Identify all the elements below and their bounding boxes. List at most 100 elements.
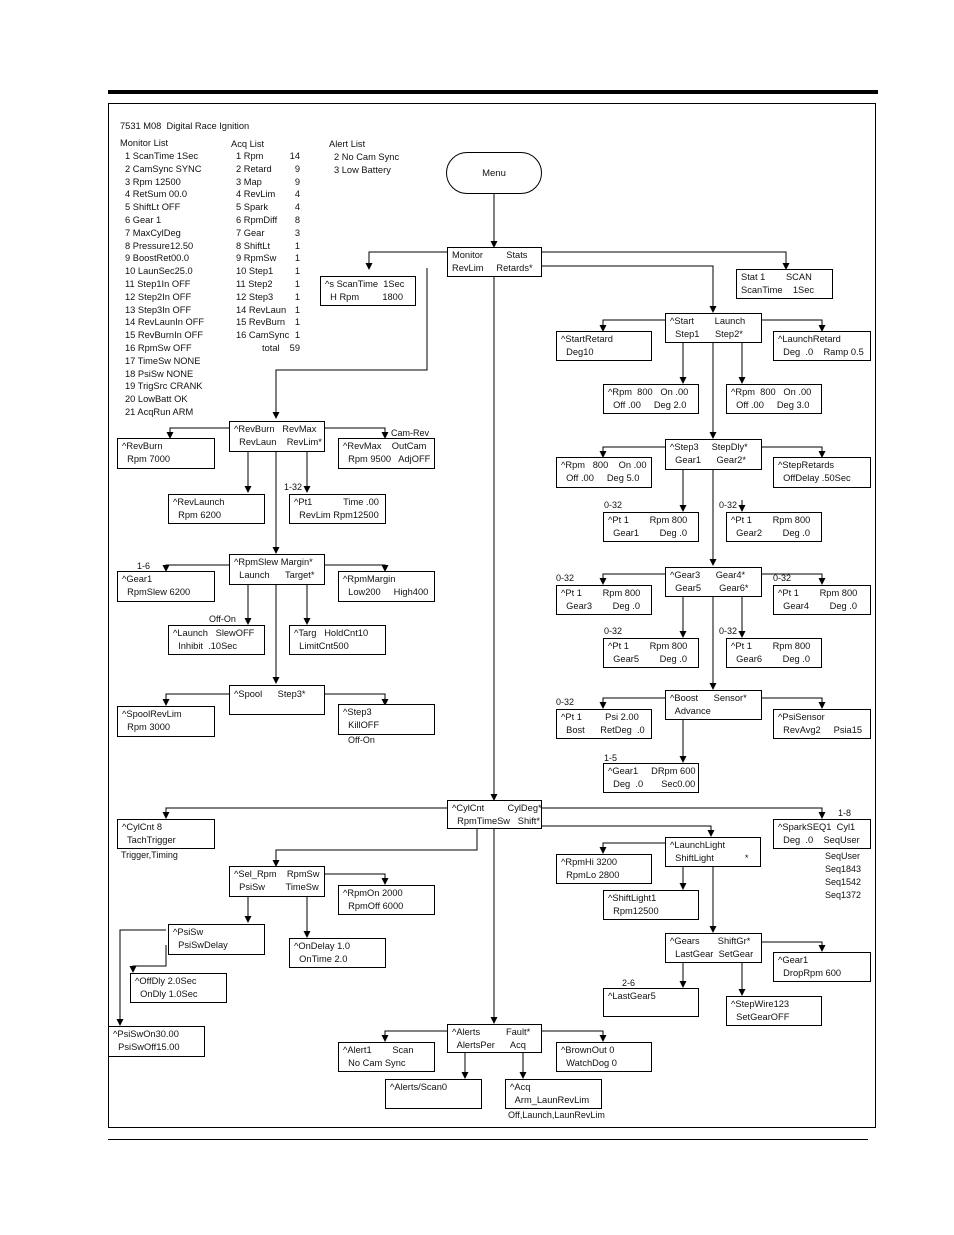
acq-count: 1: [294, 330, 300, 341]
acq-item: 5 Spark: [236, 202, 269, 213]
label-range: 0-32: [604, 626, 623, 636]
label-range: 2-6: [622, 978, 636, 988]
list-item: 16 RpmSw OFF: [125, 342, 192, 353]
node-rpm-margin[interactable]: ^RpmMargin Low200 High400: [338, 571, 435, 602]
node-pt1-revlim[interactable]: ^Pt1 Time .00 RevLim Rpm12500: [289, 494, 386, 524]
acq-item: 4 RevLim: [236, 189, 276, 200]
acq-count: 3: [294, 227, 300, 238]
node-rpm-step1[interactable]: ^Rpm 800 On .00 Off .00 Deg 2.0: [603, 384, 699, 414]
node-scantime[interactable]: ^s ScanTime 1Sec H Rpm 1800: [320, 276, 416, 306]
acq-count: 14: [289, 151, 300, 161]
page-title: 7531 M08 Digital Race Ignition: [120, 121, 250, 131]
node-gear3-gear4[interactable]: ^Gear3 Gear4* Gear5 Gear6*: [665, 567, 762, 597]
node-rpm-step3[interactable]: ^Rpm 800 On .00 Off .00 Deg 5.0: [556, 457, 652, 488]
list-item: 1 ScanTime 1Sec: [125, 151, 199, 161]
node-pt1-gear2[interactable]: ^Pt 1 Rpm 800 Gear2 Deg .0: [726, 512, 822, 542]
acq-item: 12 Step3: [236, 291, 274, 302]
node-gear1-slew[interactable]: ^Gear1 RpmSlew 6200: [117, 571, 215, 602]
node-stat1[interactable]: Stat 1 SCAN ScanTime 1Sec: [736, 269, 833, 299]
node-pt1-gear5[interactable]: ^Pt 1 Rpm 800 Gear5 Deg .0: [603, 638, 699, 668]
node-shiftlight1[interactable]: ^ShiftLight1 Rpm12500: [603, 890, 699, 920]
node-psiswon[interactable]: ^PsiSwOn30.00 PsiSwOff15.00: [108, 1026, 205, 1057]
list-item: 4 RetSum 00.0: [125, 189, 188, 200]
node-launchlight[interactable]: ^LaunchLight ShiftLight *: [665, 837, 761, 867]
node-alert1-scan[interactable]: ^Alert1 Scan No Cam Sync: [338, 1042, 435, 1072]
node-pt1-gear6[interactable]: ^Pt 1 Rpm 800 Gear6 Deg .0: [726, 638, 822, 668]
node-revburn-rpm[interactable]: ^RevBurn Rpm 7000: [117, 438, 215, 469]
label-off-on: Off-On: [348, 735, 375, 745]
node-spool-step3[interactable]: ^Spool Step3*: [229, 685, 325, 715]
node-pt1-gear4[interactable]: ^Pt 1 Rpm 800 Gear4 Deg .0: [773, 585, 871, 615]
node-gear1-drpm[interactable]: ^Gear1 DRpm 600 Deg .0 Sec0.00: [603, 763, 699, 793]
node-step3-stepdly[interactable]: ^Step3 StepDly* Gear1 Gear2*: [665, 439, 762, 470]
node-brownout[interactable]: ^BrownOut 0 WatchDog 0: [556, 1042, 652, 1072]
node-alerts-fault[interactable]: ^Alerts Fault* AlertsPer Acq: [447, 1024, 542, 1053]
acq-count: 1: [294, 291, 300, 302]
acq-item: 1 Rpm: [236, 151, 264, 161]
label-range: 0-32: [719, 626, 738, 636]
acq-item: 2 Retard: [236, 163, 272, 174]
node-rpmslew[interactable]: ^RpmSlew Margin* Launch Target*: [229, 554, 325, 585]
list-item: 9 BoostRet00.0: [125, 253, 190, 264]
node-offdly[interactable]: ^OffDly 2.0Sec OnDly 1.0Sec: [130, 973, 227, 1003]
node-spool-revlim[interactable]: ^SpoolRevLim Rpm 3000: [117, 706, 215, 737]
node-launch-retard[interactable]: ^LaunchRetard Deg .0 Ramp 0.5: [773, 331, 871, 361]
node-start-launch[interactable]: ^Start Launch Step1 Step2*: [665, 313, 762, 343]
node-pt1-gear1[interactable]: ^Pt 1 Rpm 800 Gear1 Deg .0: [603, 512, 699, 542]
node-rpm-step2[interactable]: ^Rpm 800 On .00 Off .00 Deg 3.0: [726, 384, 822, 414]
label-range: 1-32: [284, 482, 303, 492]
acq-count: 9: [294, 176, 300, 187]
node-targ-hold[interactable]: ^Targ HoldCnt10 LimitCnt500: [289, 625, 386, 655]
node-gears-shiftgr[interactable]: ^Gears ShiftGr* LastGear SetGear: [665, 933, 762, 963]
node-acq-arm[interactable]: ^Acq Arm_LaunRevLim: [505, 1079, 602, 1109]
node-lastgear5[interactable]: ^LastGear5: [603, 988, 699, 1017]
label-cam-rev: Cam-Rev: [391, 428, 430, 438]
label-range: 0-32: [604, 500, 623, 510]
acq-list-names: 1 Rpm 2 Retard 3 Map 4 RevLim 5 Spark 6 …: [236, 150, 302, 355]
list-item: 19 TrigSrc CRANK: [125, 381, 203, 392]
label-trigger-timing: Trigger,Timing: [121, 850, 178, 860]
list-item: 11 Step1In OFF: [125, 278, 191, 289]
node-ondelay[interactable]: ^OnDelay 1.0 OnTime 2.0: [289, 938, 386, 968]
acq-count: 59: [289, 342, 300, 353]
node-pt1-bost[interactable]: ^Pt 1 Psi 2.00 Bost RetDeg .0: [556, 709, 652, 739]
acq-item: 3 Map: [236, 176, 262, 187]
acq-count: 1: [294, 317, 300, 328]
node-gear1-droprpm[interactable]: ^Gear1 DropRpm 600: [773, 952, 871, 982]
acq-list-counts: 14 9 9 4 4 8 3 1 1 1 1 1 1 1 1 59: [288, 150, 300, 355]
node-monitor-stats[interactable]: Monitor Stats RevLim Retards*: [447, 247, 542, 277]
node-revlaunch[interactable]: ^RevLaunch Rpm 6200: [168, 494, 265, 524]
list-item: 8 Pressure12.50: [125, 240, 194, 251]
list-item: 10 LaunSec25.0: [125, 266, 193, 277]
menu-node[interactable]: Menu: [446, 152, 542, 194]
node-spark-seq[interactable]: ^SparkSEQ1 Cyl1 Deg .0 SeqUser: [773, 819, 871, 849]
node-boost-sensor[interactable]: ^Boost Sensor* Advance: [665, 690, 762, 720]
node-stepwire[interactable]: ^StepWire123 SetGearOFF: [726, 996, 822, 1026]
node-psi-sensor[interactable]: ^PsiSensor RevAvg2 Psia15: [773, 709, 871, 739]
node-sel-rpm[interactable]: ^Sel_Rpm RpmSw PsiSw TimeSw: [229, 866, 325, 897]
label-range: 0-32: [556, 697, 575, 707]
node-step-retards[interactable]: ^StepRetards OffDelay .50Sec: [773, 457, 871, 488]
node-rpmon[interactable]: ^RpmOn 2000 RpmOff 6000: [338, 885, 435, 915]
acq-count: 4: [294, 202, 300, 213]
node-start-retard[interactable]: ^StartRetard Deg10: [556, 331, 652, 361]
node-launch-slew[interactable]: ^Launch SlewOFF Inhibit .10Sec: [168, 625, 265, 655]
acq-item: 16 CamSync: [236, 330, 290, 341]
node-cylcnt8[interactable]: ^CylCnt 8 TachTrigger: [117, 819, 215, 849]
node-alerts-scan0[interactable]: ^Alerts/Scan0: [385, 1079, 482, 1109]
node-step3-kill[interactable]: ^Step3 KillOFF: [338, 704, 435, 735]
list-item: 14 RevLaunIn OFF: [125, 317, 205, 328]
node-cylcnt[interactable]: ^CylCnt CylDeg* RpmTimeSw Shift*: [447, 800, 542, 829]
node-pt1-gear3[interactable]: ^Pt 1 Rpm 800 Gear3 Deg .0: [556, 585, 652, 615]
node-psisw[interactable]: ^PsiSw PsiSwDelay: [168, 924, 265, 955]
list-item: 13 Step3In OFF: [125, 304, 192, 315]
node-revburn[interactable]: ^RevBurn RevMax RevLaun RevLim*: [229, 421, 325, 452]
alert-item: 3 Low Battery: [334, 165, 391, 175]
list-item: 3 Rpm 12500: [125, 176, 181, 187]
node-revmax-outcam[interactable]: ^RevMax OutCam Rpm 9500 AdjOFF: [338, 438, 435, 469]
acq-item: 11 Step2: [236, 278, 273, 289]
node-rpmhi[interactable]: ^RpmHi 3200 RpmLo 2800: [556, 854, 652, 884]
label-range: 1-5: [604, 753, 618, 763]
list-item: 12 Step2In OFF: [125, 291, 192, 302]
list-item: 20 LowBatt OK: [125, 394, 188, 405]
